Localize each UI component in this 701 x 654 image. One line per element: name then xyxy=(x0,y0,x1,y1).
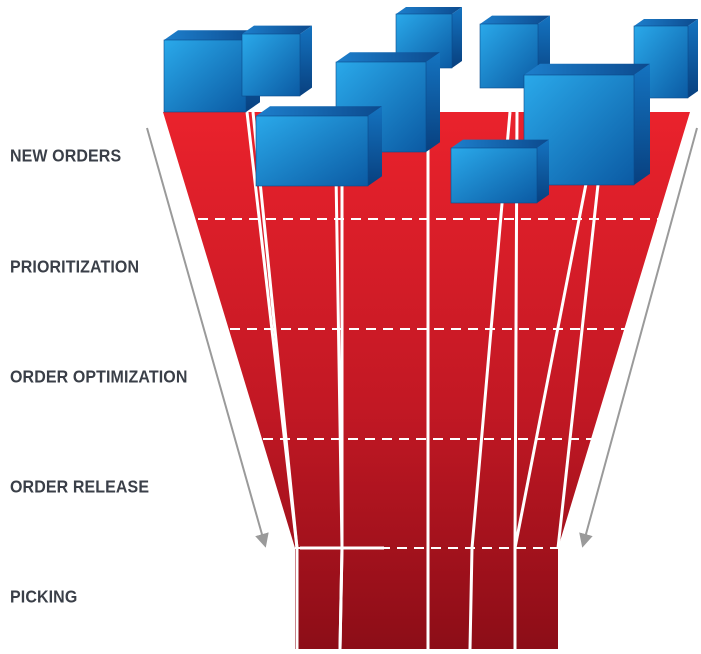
flow-arrow-icon xyxy=(146,127,269,548)
stage-label: ORDER OPTIMIZATION xyxy=(10,367,188,387)
box-icon xyxy=(523,63,650,186)
stage-label: PICKING xyxy=(10,587,78,607)
stage-label: ORDER RELEASE xyxy=(10,477,150,497)
box-icon xyxy=(241,25,312,97)
box-icon xyxy=(395,7,462,69)
stage-label: PRIORITIZATION xyxy=(10,257,140,277)
flow-arrow-icon xyxy=(579,127,698,548)
box-icon xyxy=(450,139,549,204)
box-icon xyxy=(255,106,382,187)
order-boxes xyxy=(163,7,698,204)
stage-label: NEW ORDERS xyxy=(10,146,122,166)
stage-separators xyxy=(198,218,660,549)
